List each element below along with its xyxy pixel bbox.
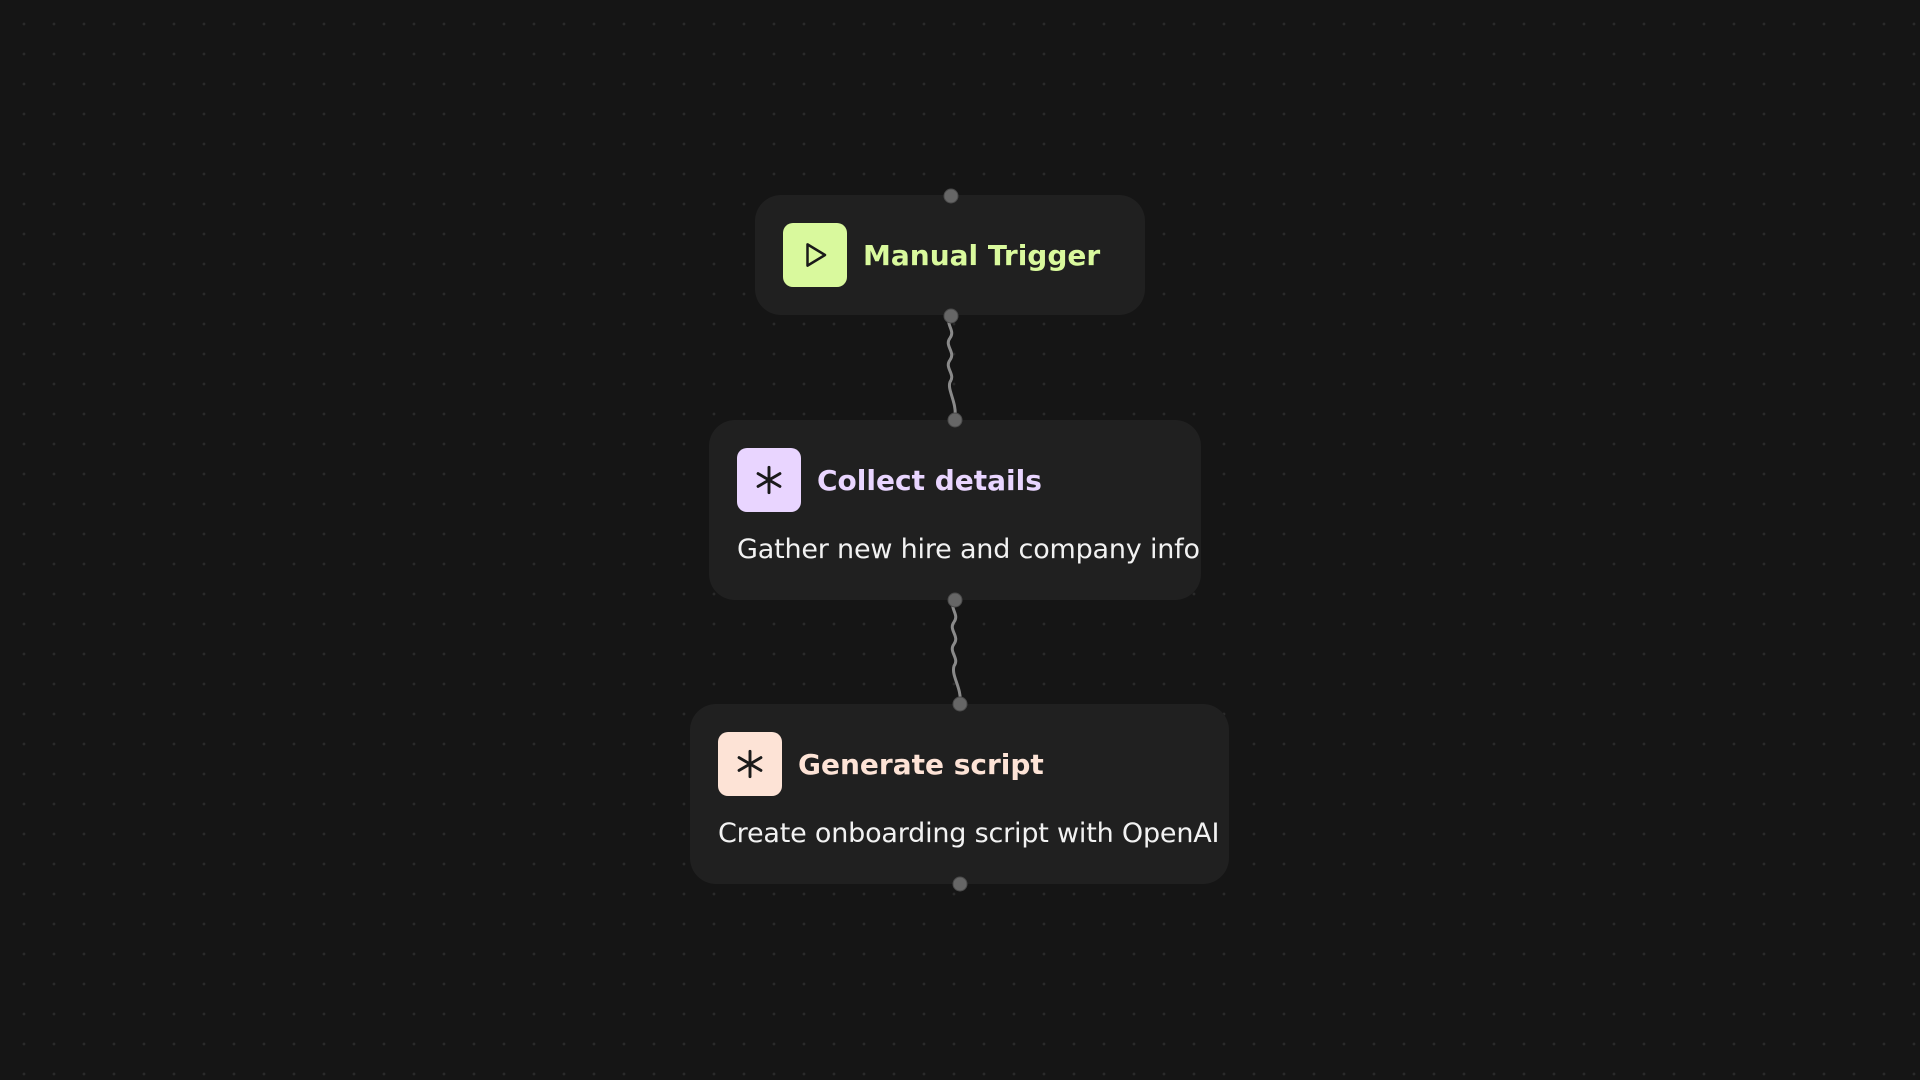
node-header: Collect details [737, 448, 1042, 512]
node-collect-details[interactable]: Collect details Gather new hire and comp… [709, 420, 1201, 600]
asterisk-icon [756, 465, 782, 495]
node-icon-container [718, 732, 782, 796]
node-icon-container [783, 223, 847, 287]
node-title: Generate script [798, 747, 1044, 781]
trigger-output-port[interactable] [943, 308, 959, 324]
asterisk-icon [737, 749, 763, 779]
generate-output-port[interactable] [952, 876, 968, 892]
node-title: Collect details [817, 463, 1042, 497]
node-header: Manual Trigger [783, 223, 1100, 287]
node-manual-trigger[interactable]: Manual Trigger [755, 195, 1145, 315]
edge-collect-to-generate[interactable] [950, 598, 962, 705]
play-icon [806, 243, 827, 267]
node-generate-script[interactable]: Generate script Create onboarding script… [690, 704, 1229, 884]
collect-input-port[interactable] [947, 412, 963, 428]
node-description: Create onboarding script with OpenAI [718, 818, 1220, 849]
edge-trigger-to-collect[interactable] [946, 314, 957, 420]
generate-input-port[interactable] [952, 696, 968, 712]
trigger-input-port[interactable] [943, 188, 959, 204]
node-icon-container [737, 448, 801, 512]
node-title: Manual Trigger [863, 238, 1101, 272]
node-description: Gather new hire and company info [737, 534, 1200, 565]
node-header: Generate script [718, 732, 1044, 796]
collect-output-port[interactable] [947, 592, 963, 608]
